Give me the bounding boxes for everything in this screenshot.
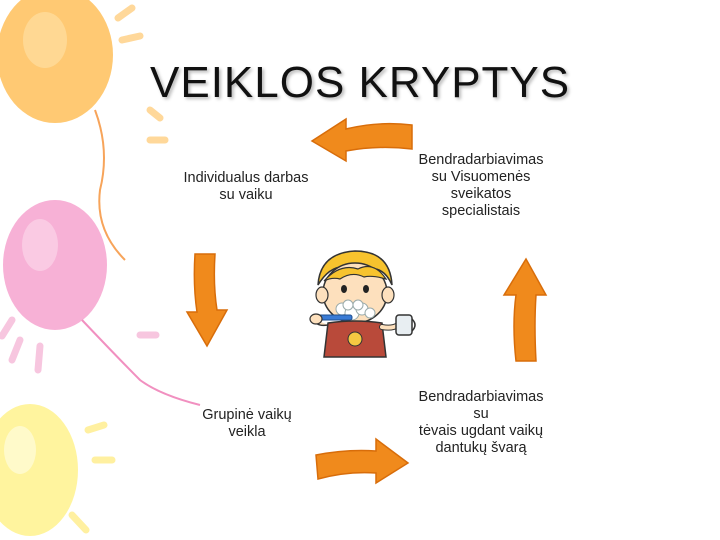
arrow-up-icon [502, 257, 548, 362]
label-line: su Visuomenės [431, 169, 531, 185]
pink-balloon-icon [0, 200, 201, 406]
label-line: Bendradarbiavimas [418, 389, 544, 405]
arrow-right-icon [315, 437, 410, 485]
page-title: VEIKLOS KRYPTYS [150, 58, 571, 107]
label-line: Grupinė vaikų [202, 407, 292, 423]
label-public-health-cooperation: Bendradarbiavimas su Visuomenės sveikato… [406, 152, 556, 220]
arrow-down-icon [185, 253, 229, 348]
yellow-balloon-icon [0, 404, 116, 536]
label-line: Individualus darbas [183, 170, 309, 186]
label-individual-work: Individualus darbas su vaiku [172, 170, 320, 204]
label-parents-cooperation: Bendradarbiavimas su tėvais ugdant vaikų… [406, 389, 556, 457]
label-line: sveikatos [450, 186, 512, 202]
label-line: Bendradarbiavimas [418, 152, 544, 168]
label-line: specialistais [441, 203, 521, 219]
label-group-activity: Grupinė vaikų veikla [182, 407, 312, 441]
label-line: su [473, 406, 489, 422]
label-line: veikla [228, 424, 266, 440]
arrow-left-icon [310, 117, 413, 163]
label-line: dantukų švarą [435, 440, 527, 456]
label-line: tėvais ugdant vaikų [418, 423, 544, 439]
label-line: su vaiku [219, 187, 273, 203]
child-brushing-teeth-icon [309, 250, 416, 358]
orange-balloon-icon [0, 0, 169, 261]
